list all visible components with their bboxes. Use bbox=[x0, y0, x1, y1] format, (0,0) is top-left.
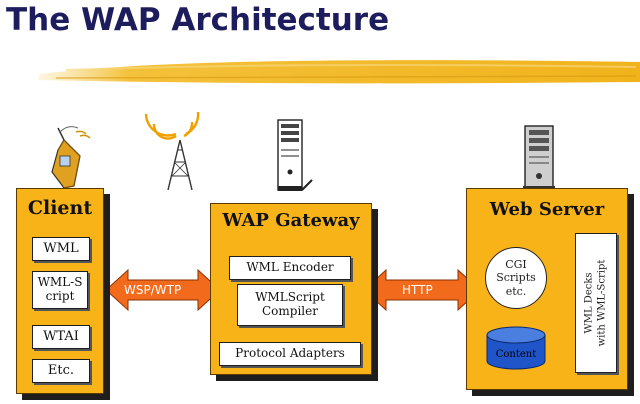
client-item-wml: WML bbox=[32, 237, 90, 261]
cgi-label-line1: CGI bbox=[505, 258, 527, 272]
client-item-label: WTAI bbox=[43, 328, 79, 344]
client-item-label: Etc. bbox=[47, 362, 75, 378]
decks-label-line1: WML Decks bbox=[583, 272, 595, 334]
http-label: HTTP bbox=[402, 283, 433, 297]
server-computer-icon bbox=[523, 125, 555, 191]
wml-decks-box: WML Decks with WML-Script bbox=[575, 233, 617, 373]
radio-tower-icon bbox=[144, 111, 200, 191]
gateway-computer-icon bbox=[277, 119, 313, 191]
client-box: Client WML WML-Script WTAI Etc. bbox=[16, 188, 104, 394]
mobile-phone-icon bbox=[51, 126, 91, 189]
client-item-wtai: WTAI bbox=[32, 325, 90, 349]
decks-label-line2: with WML-Script bbox=[596, 259, 607, 347]
client-item-etc: Etc. bbox=[32, 359, 90, 383]
compiler-label-line2: Compiler bbox=[262, 304, 318, 318]
wmlscript-compiler-box: WMLScript Compiler bbox=[237, 284, 343, 326]
server-title: Web Server bbox=[489, 199, 605, 220]
wml-decks-label: WML Decks with WML-Script bbox=[584, 260, 609, 347]
cgi-label-line2: Scripts bbox=[496, 271, 536, 285]
gateway-title: WAP Gateway bbox=[222, 210, 360, 231]
wsp-wtp-label: WSP/WTP bbox=[124, 283, 182, 297]
cgi-label-line3: etc. bbox=[505, 284, 527, 298]
client-item-label: WML bbox=[43, 240, 79, 256]
wap-gateway-box: WAP Gateway WML Encoder WMLScript Compil… bbox=[210, 203, 372, 375]
brush-stroke-underline bbox=[38, 60, 640, 84]
content-database-icon: Content bbox=[486, 326, 546, 370]
cgi-scripts-circle: CGI Scripts etc. bbox=[485, 247, 547, 309]
client-item-wml-script: WML-Script bbox=[32, 271, 88, 309]
page-title: The WAP Architecture bbox=[6, 2, 390, 38]
protocol-adapters-box: Protocol Adapters bbox=[219, 342, 361, 366]
wml-encoder-box: WML Encoder bbox=[229, 256, 351, 280]
web-server-box: Web Server CGI Scripts etc. WML Decks wi… bbox=[466, 188, 628, 390]
client-item-label: WML-Script bbox=[37, 275, 83, 303]
content-label: Content bbox=[496, 349, 537, 360]
client-title: Client bbox=[27, 197, 93, 219]
compiler-label-line1: WMLScript bbox=[255, 290, 325, 305]
